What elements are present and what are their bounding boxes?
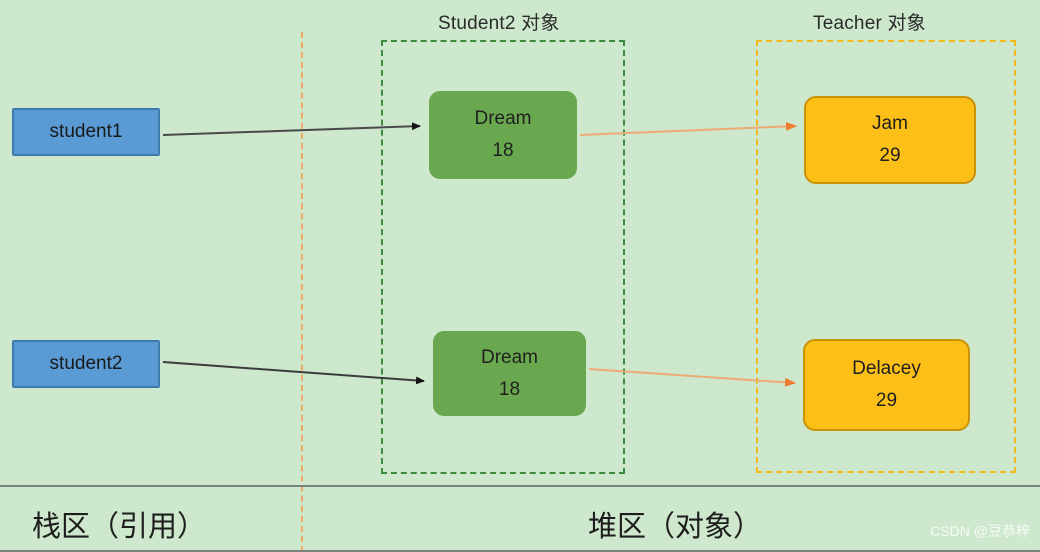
- heap-object-dream-1[interactable]: Dream 18: [429, 91, 577, 179]
- stack-box-student2[interactable]: student2: [12, 340, 160, 388]
- object-age: 18: [498, 378, 521, 400]
- object-name: Dream: [480, 346, 538, 368]
- region-box-student2: [381, 40, 625, 474]
- object-name: Dream: [474, 108, 532, 129]
- watermark-text: CSDN @豆恭梓: [930, 523, 1030, 539]
- object-age: 29: [875, 390, 898, 411]
- object-name: Jam: [872, 113, 908, 134]
- bottom-divider-rule: [0, 485, 1040, 487]
- heap-object-dream-2[interactable]: Dream 18: [433, 331, 586, 416]
- stack-heap-divider: [301, 32, 303, 552]
- object-age: 29: [879, 145, 901, 166]
- area-label-stack: 栈区（引用）: [32, 511, 207, 543]
- heap-object-jam[interactable]: Jam 29: [804, 96, 976, 184]
- region-title-teacher: Teacher 对象: [813, 13, 926, 34]
- heap-object-delacey[interactable]: Delacey 29: [803, 339, 970, 431]
- footer-divider-rule: [0, 550, 1040, 552]
- area-label-heap: 堆区（对象）: [588, 511, 763, 543]
- region-box-teacher: [756, 40, 1016, 473]
- object-name: Delacey: [852, 358, 921, 379]
- stack-box-student1[interactable]: student1: [12, 108, 160, 156]
- region-title-student2: Student2 对象: [438, 13, 560, 34]
- object-age: 18: [492, 140, 514, 161]
